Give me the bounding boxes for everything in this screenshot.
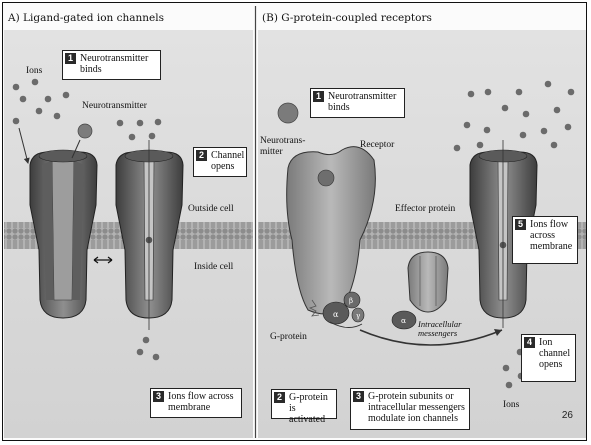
callout-text: Ions flow across membrane bbox=[168, 391, 234, 413]
ions-label-a: Ions bbox=[26, 66, 42, 77]
callout-number: 1 bbox=[65, 53, 76, 64]
callout-a3: 3 Ions flow across membrane bbox=[150, 388, 242, 418]
callout-b3: 3 G-protein subunits or intracellular me… bbox=[350, 388, 470, 430]
callout-text: Neurotransmitter binds bbox=[328, 91, 396, 113]
alpha-label: α bbox=[333, 310, 339, 319]
callout-b2: 2 G-protein is activated bbox=[271, 389, 337, 419]
callout-a2: 2 Channel opens bbox=[193, 147, 247, 177]
callout-number: 3 bbox=[153, 391, 164, 402]
g-protein-label: G-protein bbox=[270, 332, 307, 343]
panel-b-title: (B) G-protein-coupled receptors bbox=[262, 12, 432, 24]
callout-number: 3 bbox=[353, 391, 364, 402]
receptor-label: Receptor bbox=[360, 140, 394, 151]
callout-text: Channel opens bbox=[211, 150, 244, 172]
callout-number: 2 bbox=[196, 150, 207, 161]
panel-a-title: A) Ligand-gated ion channels bbox=[8, 12, 164, 24]
callout-b4: 4 Ion channel opens bbox=[521, 334, 576, 382]
intracellular-messengers-label: Intracellular messengers bbox=[418, 320, 488, 338]
callout-number: 5 bbox=[515, 219, 526, 230]
callout-b1: 1 Neurotransmitter binds bbox=[310, 88, 405, 118]
neurotransmitter-a bbox=[78, 124, 92, 138]
outside-cell-label: Outside cell bbox=[188, 204, 234, 215]
gamma-label: γ bbox=[356, 312, 360, 320]
neurotransmitter-label-b: Neurotrans-mitter bbox=[260, 136, 310, 158]
callout-b5: 5 Ions flow across membrane bbox=[512, 216, 578, 264]
page-number: 26 bbox=[562, 410, 573, 421]
callout-text: G-protein is activated bbox=[289, 392, 328, 425]
neurotransmitter-b bbox=[278, 103, 298, 123]
callout-text: Ions flow across membrane bbox=[530, 219, 572, 252]
neurotransmitter-label-a: Neurotransmitter bbox=[82, 101, 147, 112]
beta-label: β bbox=[349, 297, 353, 305]
callout-text: G-protein subunits or intracellular mess… bbox=[368, 391, 465, 424]
svg-text:α: α bbox=[401, 316, 406, 325]
callout-text: Ion channel opens bbox=[539, 337, 570, 370]
effector-protein-label: Effector protein bbox=[395, 204, 455, 215]
callout-number: 2 bbox=[274, 392, 285, 403]
inside-cell-label: Inside cell bbox=[194, 262, 233, 273]
callout-number: 1 bbox=[313, 91, 324, 102]
callout-number: 4 bbox=[524, 337, 535, 348]
callout-text: Neurotransmitter binds bbox=[80, 53, 148, 75]
ions-label-b: Ions bbox=[503, 400, 519, 411]
callout-a1: 1 Neurotransmitter binds bbox=[62, 50, 161, 80]
